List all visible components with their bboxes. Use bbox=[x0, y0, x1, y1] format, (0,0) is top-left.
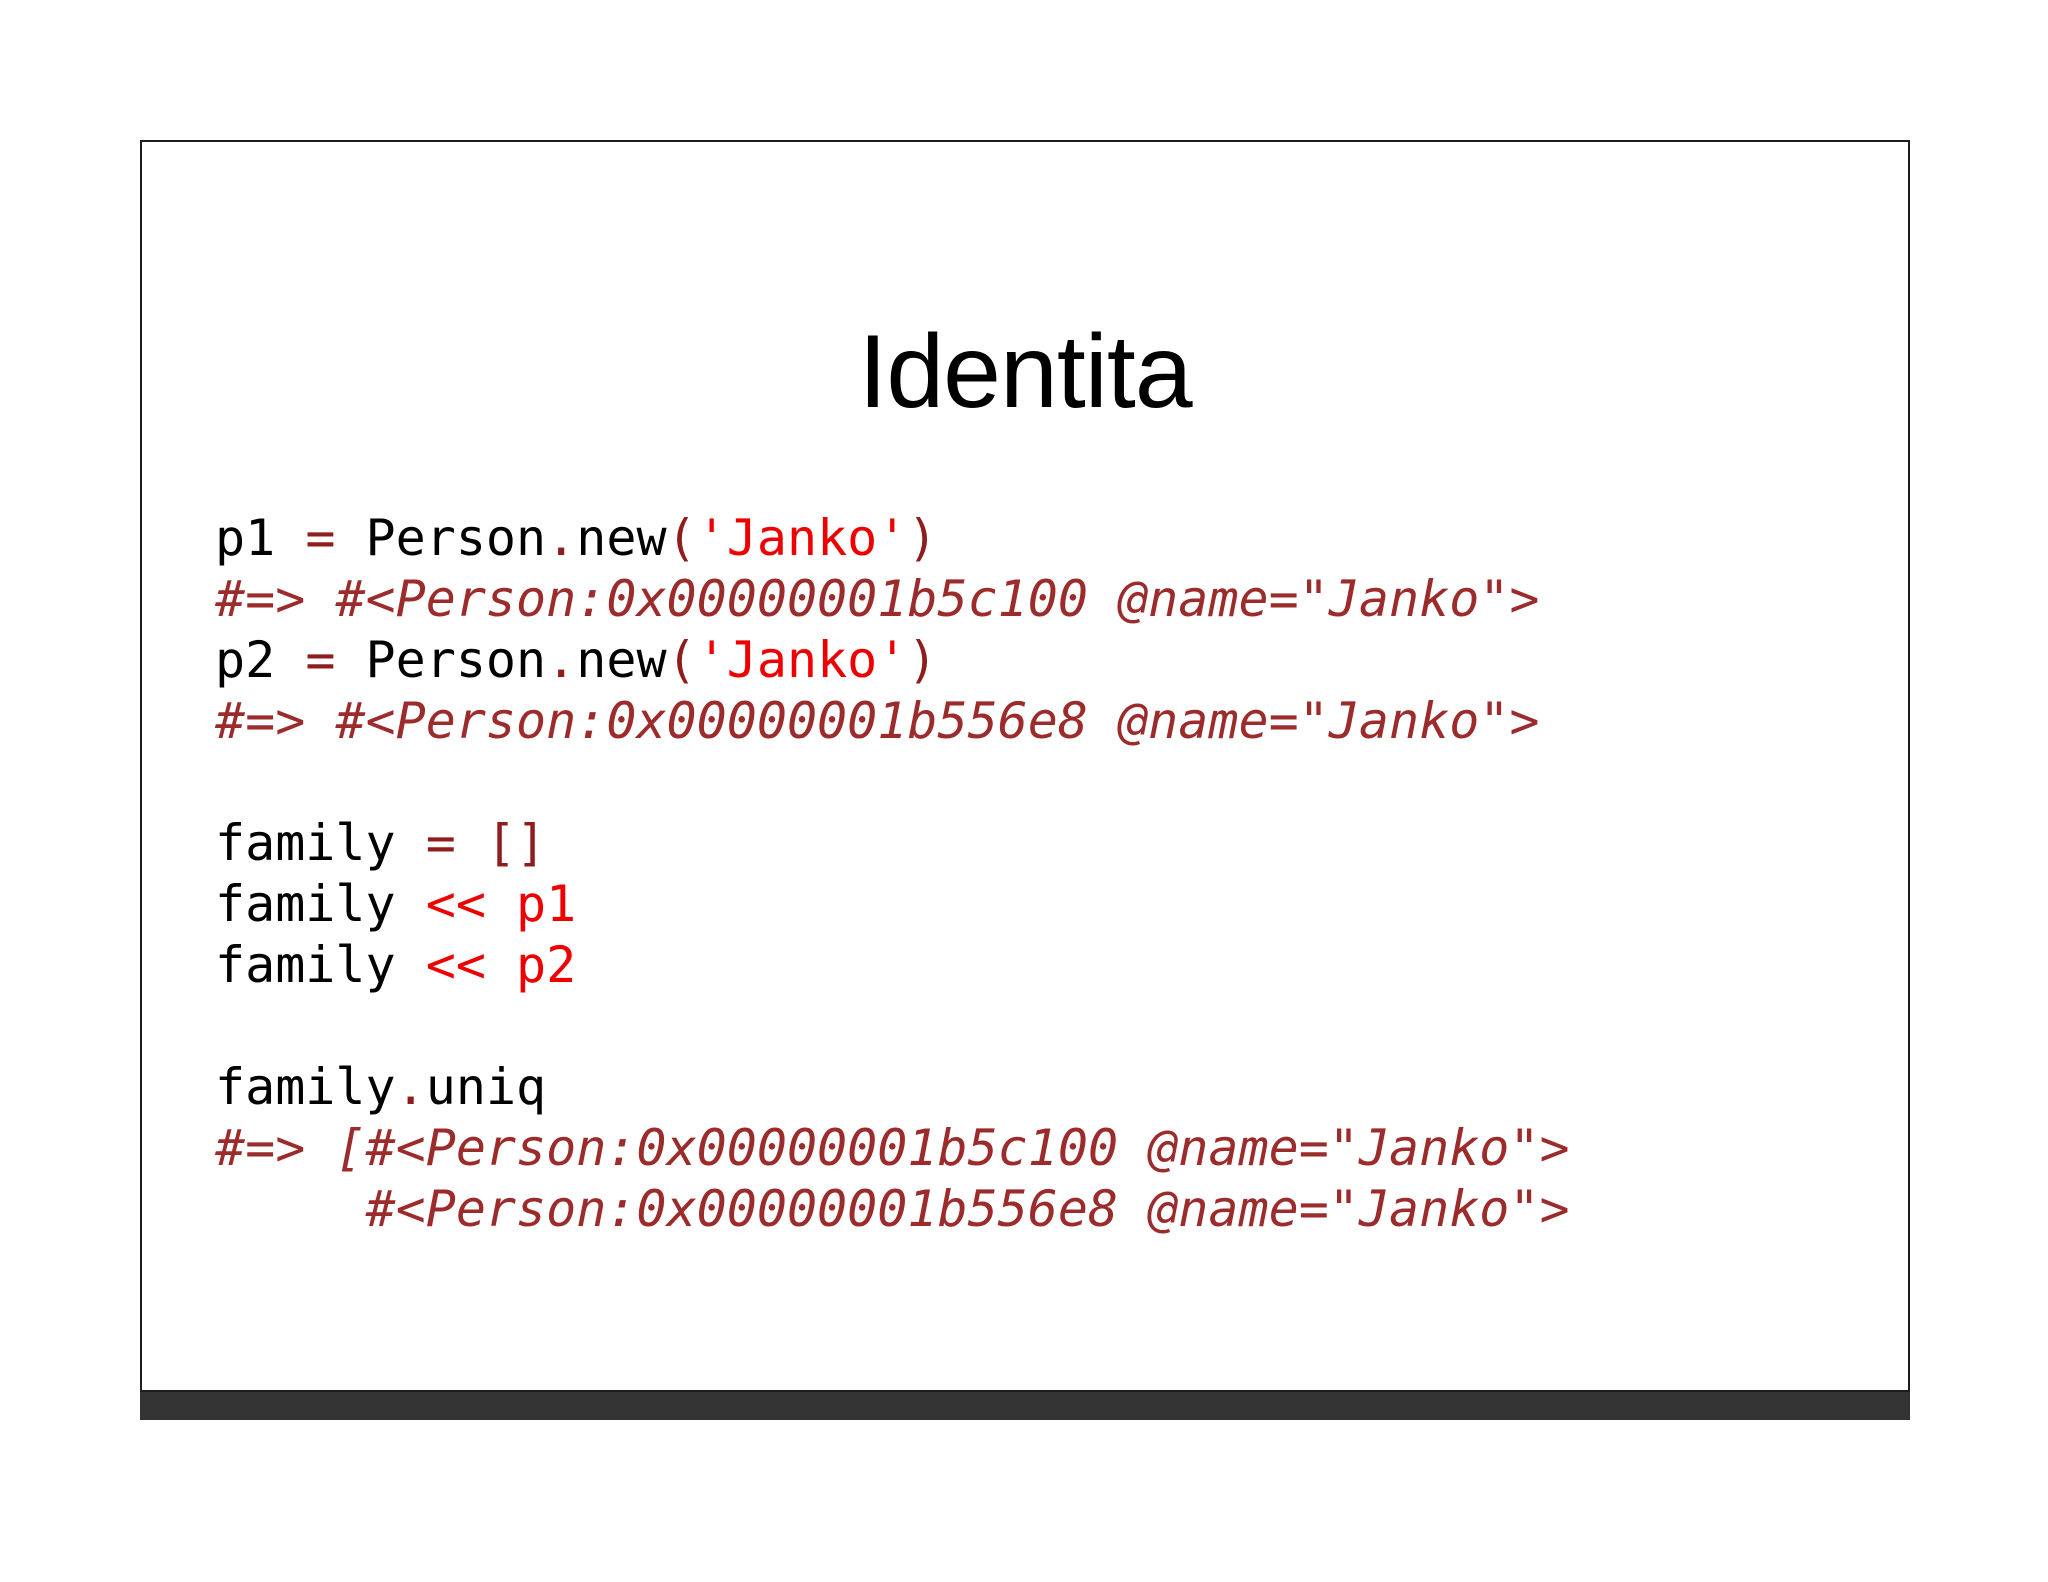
code-token: p2 bbox=[215, 631, 306, 689]
code-token: 'Janko' bbox=[696, 631, 908, 689]
code-comment-line: #=> #<Person:0x00000001b5c100 @name="Jan… bbox=[215, 569, 1570, 630]
code-token: family bbox=[215, 1058, 396, 1116]
code-token: p2 bbox=[516, 936, 577, 994]
code-source-line: family = [] bbox=[215, 813, 1570, 874]
code-source-line: family.uniq bbox=[215, 1057, 1570, 1118]
code-comment-text: #=> [#<Person:0x00000001b5c100 @name="Ja… bbox=[215, 1119, 1570, 1177]
code-token bbox=[486, 936, 516, 994]
code-token: ( bbox=[666, 631, 697, 689]
code-token: . bbox=[546, 631, 577, 689]
code-token: new bbox=[576, 631, 667, 689]
code-source-line: family << p1 bbox=[215, 874, 1570, 935]
slide-frame: Identita p1 = Person.new('Janko')#=> #<P… bbox=[140, 140, 1910, 1392]
code-source-line: family << p2 bbox=[215, 935, 1570, 996]
code-token: p1 bbox=[215, 509, 306, 567]
code-token: family bbox=[215, 814, 426, 872]
code-token: << bbox=[425, 936, 486, 994]
code-token: new bbox=[576, 509, 667, 567]
code-token bbox=[456, 814, 486, 872]
code-comment-text: #=> #<Person:0x00000001b5c100 @name="Jan… bbox=[215, 570, 1540, 628]
slide-bottom-bar bbox=[140, 1392, 1910, 1420]
code-token: = bbox=[305, 509, 336, 567]
code-source-line: p1 = Person.new('Janko') bbox=[215, 508, 1570, 569]
code-block: p1 = Person.new('Janko')#=> #<Person:0x0… bbox=[215, 508, 1570, 1240]
code-token: ) bbox=[907, 509, 938, 567]
code-blank-line bbox=[215, 752, 1570, 813]
code-source-line: p2 = Person.new('Janko') bbox=[215, 630, 1570, 691]
code-token: . bbox=[395, 1058, 426, 1116]
code-token bbox=[486, 875, 516, 933]
code-token: << bbox=[425, 875, 486, 933]
code-token: family bbox=[215, 936, 426, 994]
code-token: uniq bbox=[425, 1058, 547, 1116]
code-token: ) bbox=[907, 631, 938, 689]
code-comment-text: #=> #<Person:0x00000001b556e8 @name="Jan… bbox=[215, 692, 1540, 750]
code-blank-line bbox=[215, 996, 1570, 1057]
code-comment-line: #=> #<Person:0x00000001b556e8 @name="Jan… bbox=[215, 691, 1570, 752]
code-token: ( bbox=[666, 509, 697, 567]
code-token: Person bbox=[335, 631, 547, 689]
page-title: Identita bbox=[858, 313, 1192, 430]
code-token: = bbox=[425, 814, 456, 872]
code-token: p1 bbox=[516, 875, 577, 933]
code-comment-line: #=> [#<Person:0x00000001b5c100 @name="Ja… bbox=[215, 1118, 1570, 1179]
code-token: . bbox=[546, 509, 577, 567]
code-token: = bbox=[305, 631, 336, 689]
code-comment-text: #<Person:0x00000001b556e8 @name="Janko"> bbox=[215, 1180, 1570, 1238]
code-token: 'Janko' bbox=[696, 509, 908, 567]
code-token: Person bbox=[335, 509, 547, 567]
code-comment-line: #<Person:0x00000001b556e8 @name="Janko"> bbox=[215, 1179, 1570, 1240]
code-token: family bbox=[215, 875, 426, 933]
code-token: [] bbox=[485, 814, 547, 872]
